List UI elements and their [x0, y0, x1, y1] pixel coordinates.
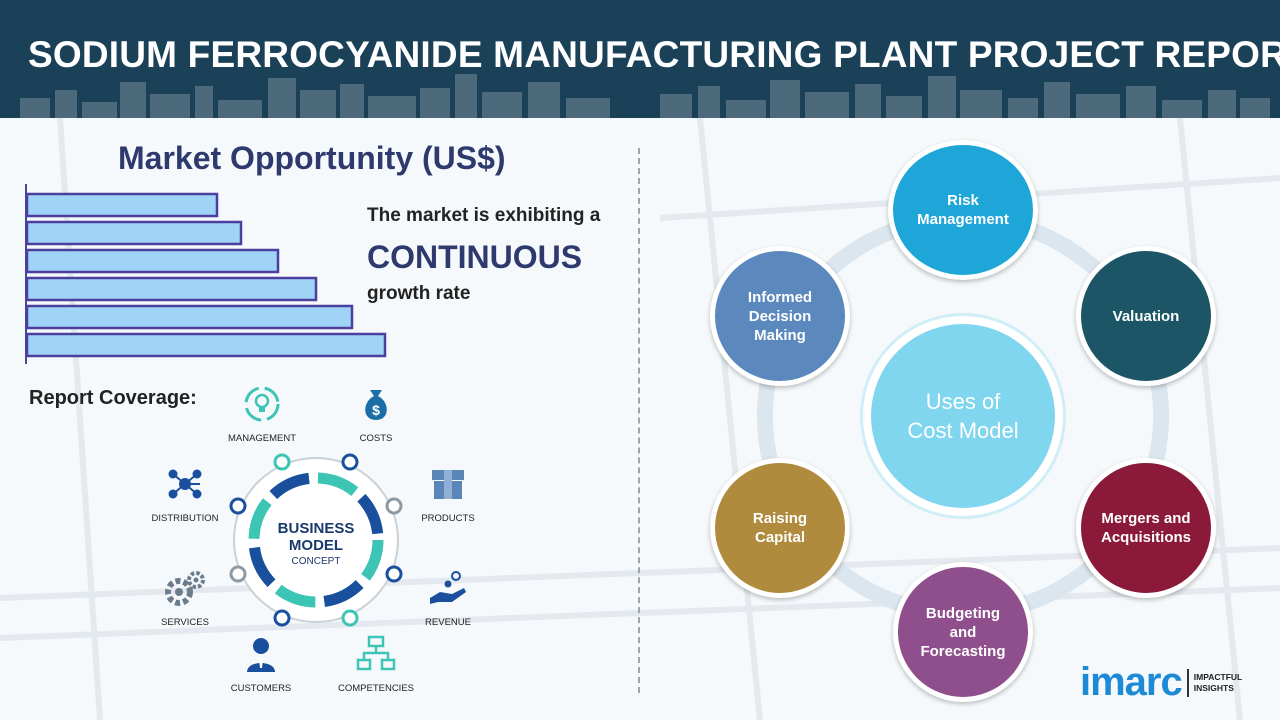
coverage-item-products: PRODUCTS [416, 464, 480, 524]
growth-bar [25, 332, 387, 358]
lightbulb-cycle-icon [244, 386, 280, 422]
node-raising-capital: Raising Capital [710, 458, 850, 598]
coverage-item-revenue: REVENUE [416, 568, 480, 628]
coverage-item-services: SERVICES [150, 568, 220, 628]
report-coverage-diagram: MANAGEMENT $ COSTS DISTRIB [150, 380, 480, 700]
header-banner: SODIUM FERROCYANIDE MANUFACTURING PLANT … [0, 0, 1280, 118]
main-content: Market Opportunity (US$) The market is e… [0, 118, 1280, 720]
growth-text-line2: growth rate [367, 283, 471, 304]
node-valuation: Valuation [1076, 246, 1216, 386]
coverage-item-costs: $ COSTS [346, 384, 406, 444]
coverage-label: COMPETENCIES [337, 683, 414, 694]
logo-wordmark: imarc [1080, 660, 1183, 704]
faded-factory-background [0, 118, 1280, 720]
box-icon [432, 470, 464, 499]
growth-bar [25, 248, 280, 274]
center-line2: Cost Model [907, 418, 1019, 443]
logo-separator [1186, 668, 1189, 697]
coverage-label: SERVICES [161, 617, 209, 628]
growth-text-line1: The market is exhibiting a [367, 205, 601, 226]
growth-bar [25, 276, 318, 302]
coverage-label: MANAGEMENT [227, 433, 297, 444]
node-risk-management: Risk Management [888, 140, 1038, 280]
panel-divider [638, 148, 640, 693]
svg-text:$: $ [372, 402, 380, 418]
network-icon [168, 469, 202, 499]
business-model-ring: BUSINESS MODEL CONCEPT [229, 453, 403, 627]
money-bag-icon: $ [365, 390, 387, 420]
growth-bars-graphic [25, 184, 387, 364]
page-title: SODIUM FERROCYANIDE MANUFACTURING PLANT … [28, 34, 1280, 75]
node-mergers-acquisitions: Mergers and Acquisitions [1076, 458, 1216, 598]
person-icon [247, 638, 275, 672]
growth-highlight: CONTINUOUS [367, 239, 583, 275]
coverage-label: CUSTOMERS [230, 683, 292, 694]
city-skyline-image [20, 74, 1270, 118]
gears-icon [165, 571, 205, 606]
hand-coins-icon [430, 571, 466, 604]
uses-of-cost-model-diagram: Uses of Cost Model Risk Management Valuat… [700, 138, 1230, 702]
growth-bar [25, 192, 219, 218]
growth-bar [25, 220, 243, 246]
org-chart-icon [356, 635, 396, 671]
market-opportunity-title: Market Opportunity (US$) [118, 140, 506, 176]
imarc-logo: imarc IMPACTFUL INSIGHTS [1080, 660, 1242, 705]
report-coverage-title: Report Coverage: [29, 387, 197, 409]
cost-model-center: Uses of Cost Model [863, 316, 1063, 516]
node-informed-decision-making: Informed Decision Making [710, 246, 850, 386]
coverage-item-customers: CUSTOMERS [226, 634, 296, 694]
coverage-label: COSTS [359, 433, 393, 444]
logo-tagline: IMPACTFUL INSIGHTS [1194, 672, 1242, 694]
coverage-label: PRODUCTS [421, 513, 475, 524]
coverage-label: DISTRIBUTION [151, 513, 219, 524]
coverage-item-distribution: DISTRIBUTION [150, 464, 220, 524]
coverage-label: REVENUE [425, 617, 471, 628]
center-line1: Uses of [925, 389, 1001, 414]
bm-line2: MODEL [289, 537, 343, 554]
logo-tag-line1: IMPACTFUL [1193, 671, 1243, 682]
node-budgeting-forecasting: Budgeting and Forecasting [893, 562, 1033, 702]
bm-line3: CONCEPT [292, 556, 341, 567]
coverage-item-competencies: COMPETENCIES [334, 634, 418, 694]
coverage-item-management: MANAGEMENT [222, 384, 302, 444]
logo-tag-line2: INSIGHTS [1193, 682, 1234, 693]
bm-line1: BUSINESS [278, 520, 355, 537]
growth-bar [25, 304, 354, 330]
